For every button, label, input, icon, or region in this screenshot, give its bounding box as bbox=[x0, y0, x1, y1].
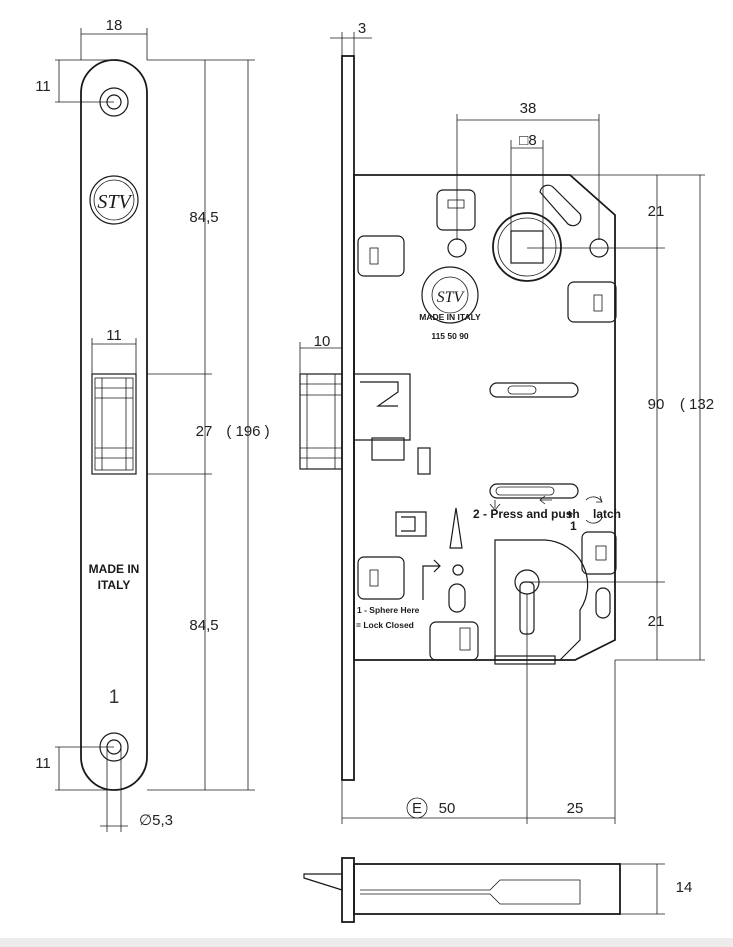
bottom-border bbox=[0, 938, 733, 947]
dim-latch-width: 11 bbox=[106, 327, 122, 344]
stamp-logo: STV bbox=[437, 289, 466, 306]
serial-number: 115 50 90 bbox=[431, 331, 469, 341]
instruction-latch: latch bbox=[593, 507, 621, 521]
dim-center-distance: 90 bbox=[648, 396, 665, 413]
dim-faceplate-width: 18 bbox=[106, 17, 123, 34]
dim-case-depth: 14 bbox=[676, 879, 693, 896]
dim-spindle-spacing: 38 bbox=[520, 100, 537, 117]
sphere-indicator bbox=[422, 507, 466, 613]
instruction-number: 1 bbox=[570, 519, 577, 533]
top-view-plate bbox=[341, 857, 355, 923]
dim-total-length: ( 196 ) bbox=[226, 423, 269, 440]
rotate-arrow-icon-lower bbox=[585, 517, 603, 524]
top-slot bbox=[539, 184, 582, 227]
stv-stamp: STV MADE IN ITALY 115 50 90 bbox=[419, 266, 481, 341]
faceplate-outline bbox=[80, 59, 148, 791]
dim-latch-height: 27 bbox=[196, 423, 213, 440]
top-view-latch bbox=[303, 873, 343, 891]
top-view-case bbox=[353, 863, 621, 915]
release-slot bbox=[489, 483, 579, 511]
dim-spindle-square: □8 bbox=[519, 132, 536, 149]
latch-bolt bbox=[299, 373, 431, 475]
faceplate-number: 1 bbox=[109, 687, 120, 708]
dim-plate-thickness: 3 bbox=[358, 20, 366, 37]
dim-upper-length: 84,5 bbox=[189, 209, 218, 226]
instruction-plus: + bbox=[566, 507, 573, 521]
dim-lower-length: 84,5 bbox=[189, 617, 218, 634]
dim-key-to-back: 25 bbox=[567, 800, 584, 817]
faceplate-latch-opening bbox=[91, 373, 137, 475]
dim-top-offset: 21 bbox=[648, 203, 665, 220]
front-plate bbox=[341, 55, 355, 781]
made-in-label: MADE IN bbox=[89, 562, 140, 576]
dim-bottom-offset: 21 bbox=[648, 613, 665, 630]
body-dimensions: 3 38 □8 21 90 ( 132 21 10 E 50 25 bbox=[299, 20, 714, 824]
dim-body-height: ( 132 bbox=[680, 396, 714, 413]
lock-body-view: STV MADE IN ITALY 115 50 90 2 - Press an… bbox=[299, 55, 621, 781]
dim-backset-mark: E bbox=[412, 800, 422, 817]
faceplate-view: STV MADE IN ITALY 1 bbox=[80, 59, 148, 791]
upper-slot bbox=[489, 382, 579, 398]
stv-logo: STV bbox=[89, 175, 139, 225]
logo-text: STV bbox=[97, 191, 133, 213]
italy-label: ITALY bbox=[98, 578, 131, 592]
mounting-bosses bbox=[357, 189, 617, 661]
top-view: 14 bbox=[303, 857, 693, 923]
dim-bottom-hole: 11 bbox=[35, 755, 51, 772]
instruction-press: 2 - Press and push bbox=[473, 507, 580, 521]
spindle-hub bbox=[447, 212, 609, 282]
instruction-sphere: 1 - Sphere Here bbox=[357, 605, 420, 615]
rotate-arrow-icon bbox=[585, 495, 603, 503]
stamp-ring-text: MADE IN ITALY bbox=[419, 312, 481, 322]
backset-mark-circle bbox=[406, 797, 428, 819]
dim-backset: 50 bbox=[439, 800, 456, 817]
top-view-groove bbox=[360, 879, 581, 905]
clip-part bbox=[395, 511, 427, 537]
cylinder-housing bbox=[494, 539, 611, 665]
dim-hole-diameter: ∅5,3 bbox=[139, 812, 173, 829]
instruction-lock-closed: = Lock Closed bbox=[356, 620, 414, 630]
dim-top-hole: 11 bbox=[35, 78, 51, 95]
dim-latch-projection: 10 bbox=[314, 333, 331, 350]
faceplate-dimensions: 18 11 84,5 27 ( 196 ) 84,5 11 11 ∅5,3 bbox=[35, 17, 270, 832]
